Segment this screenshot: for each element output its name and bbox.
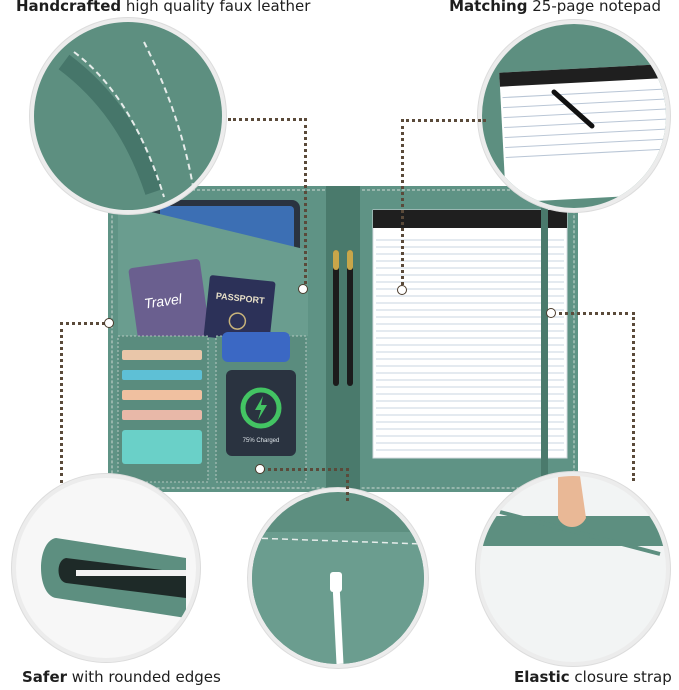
caption-safer-rest: with rounded edges: [67, 668, 221, 686]
detail-charging-cable: [252, 492, 424, 664]
connector-matching: [401, 119, 486, 292]
connector-elastic: [552, 312, 635, 481]
connector-safer-knob: [104, 318, 114, 328]
caption-handcrafted-bold: Handcrafted: [16, 0, 122, 15]
detail-elastic-strap: [480, 476, 666, 662]
notepad-detail-illustration: [499, 63, 666, 203]
notepad-lines: [376, 239, 564, 451]
charging-label: 75% Charged: [243, 438, 280, 444]
connector-cable-knob: [255, 464, 265, 474]
detail-stitching: [34, 22, 222, 210]
cable-illustration: [252, 532, 424, 664]
connector-handcrafted: [228, 118, 307, 291]
connector-handcrafted-knob: [298, 284, 308, 294]
caption-matching-rest: 25-page notepad: [527, 0, 661, 15]
detail-rounded-edges: [16, 478, 196, 658]
detail-notepad: [482, 24, 666, 208]
connector-cable: [262, 468, 349, 501]
stitching-illustration: [58, 41, 195, 198]
rounded-edges-illustration: [41, 538, 186, 618]
caption-matching-bold: Matching: [449, 0, 528, 15]
padfolio-main: Travel PASSPORT 75% Charged: [108, 186, 578, 492]
caption-elastic-rest: closure strap: [569, 668, 672, 686]
caption-elastic-bold: Elastic: [514, 668, 570, 686]
connector-elastic-knob: [546, 308, 556, 318]
caption-elastic: Elastic closure strap: [514, 668, 672, 686]
caption-handcrafted-rest: high quality faux leather: [121, 0, 311, 15]
caption-safer-bold: Safer: [22, 668, 68, 686]
caption-matching: Matching 25-page notepad: [449, 0, 661, 15]
caption-safer: Safer with rounded edges: [22, 668, 221, 686]
connector-safer: [60, 322, 111, 483]
padfolio-illustration: Travel PASSPORT 75% Charged: [108, 186, 578, 492]
elastic-strap-illustration: [480, 476, 666, 556]
caption-handcrafted: Handcrafted high quality faux leather: [16, 0, 310, 15]
travel-label: Travel: [143, 290, 184, 311]
connector-matching-knob: [397, 285, 407, 295]
